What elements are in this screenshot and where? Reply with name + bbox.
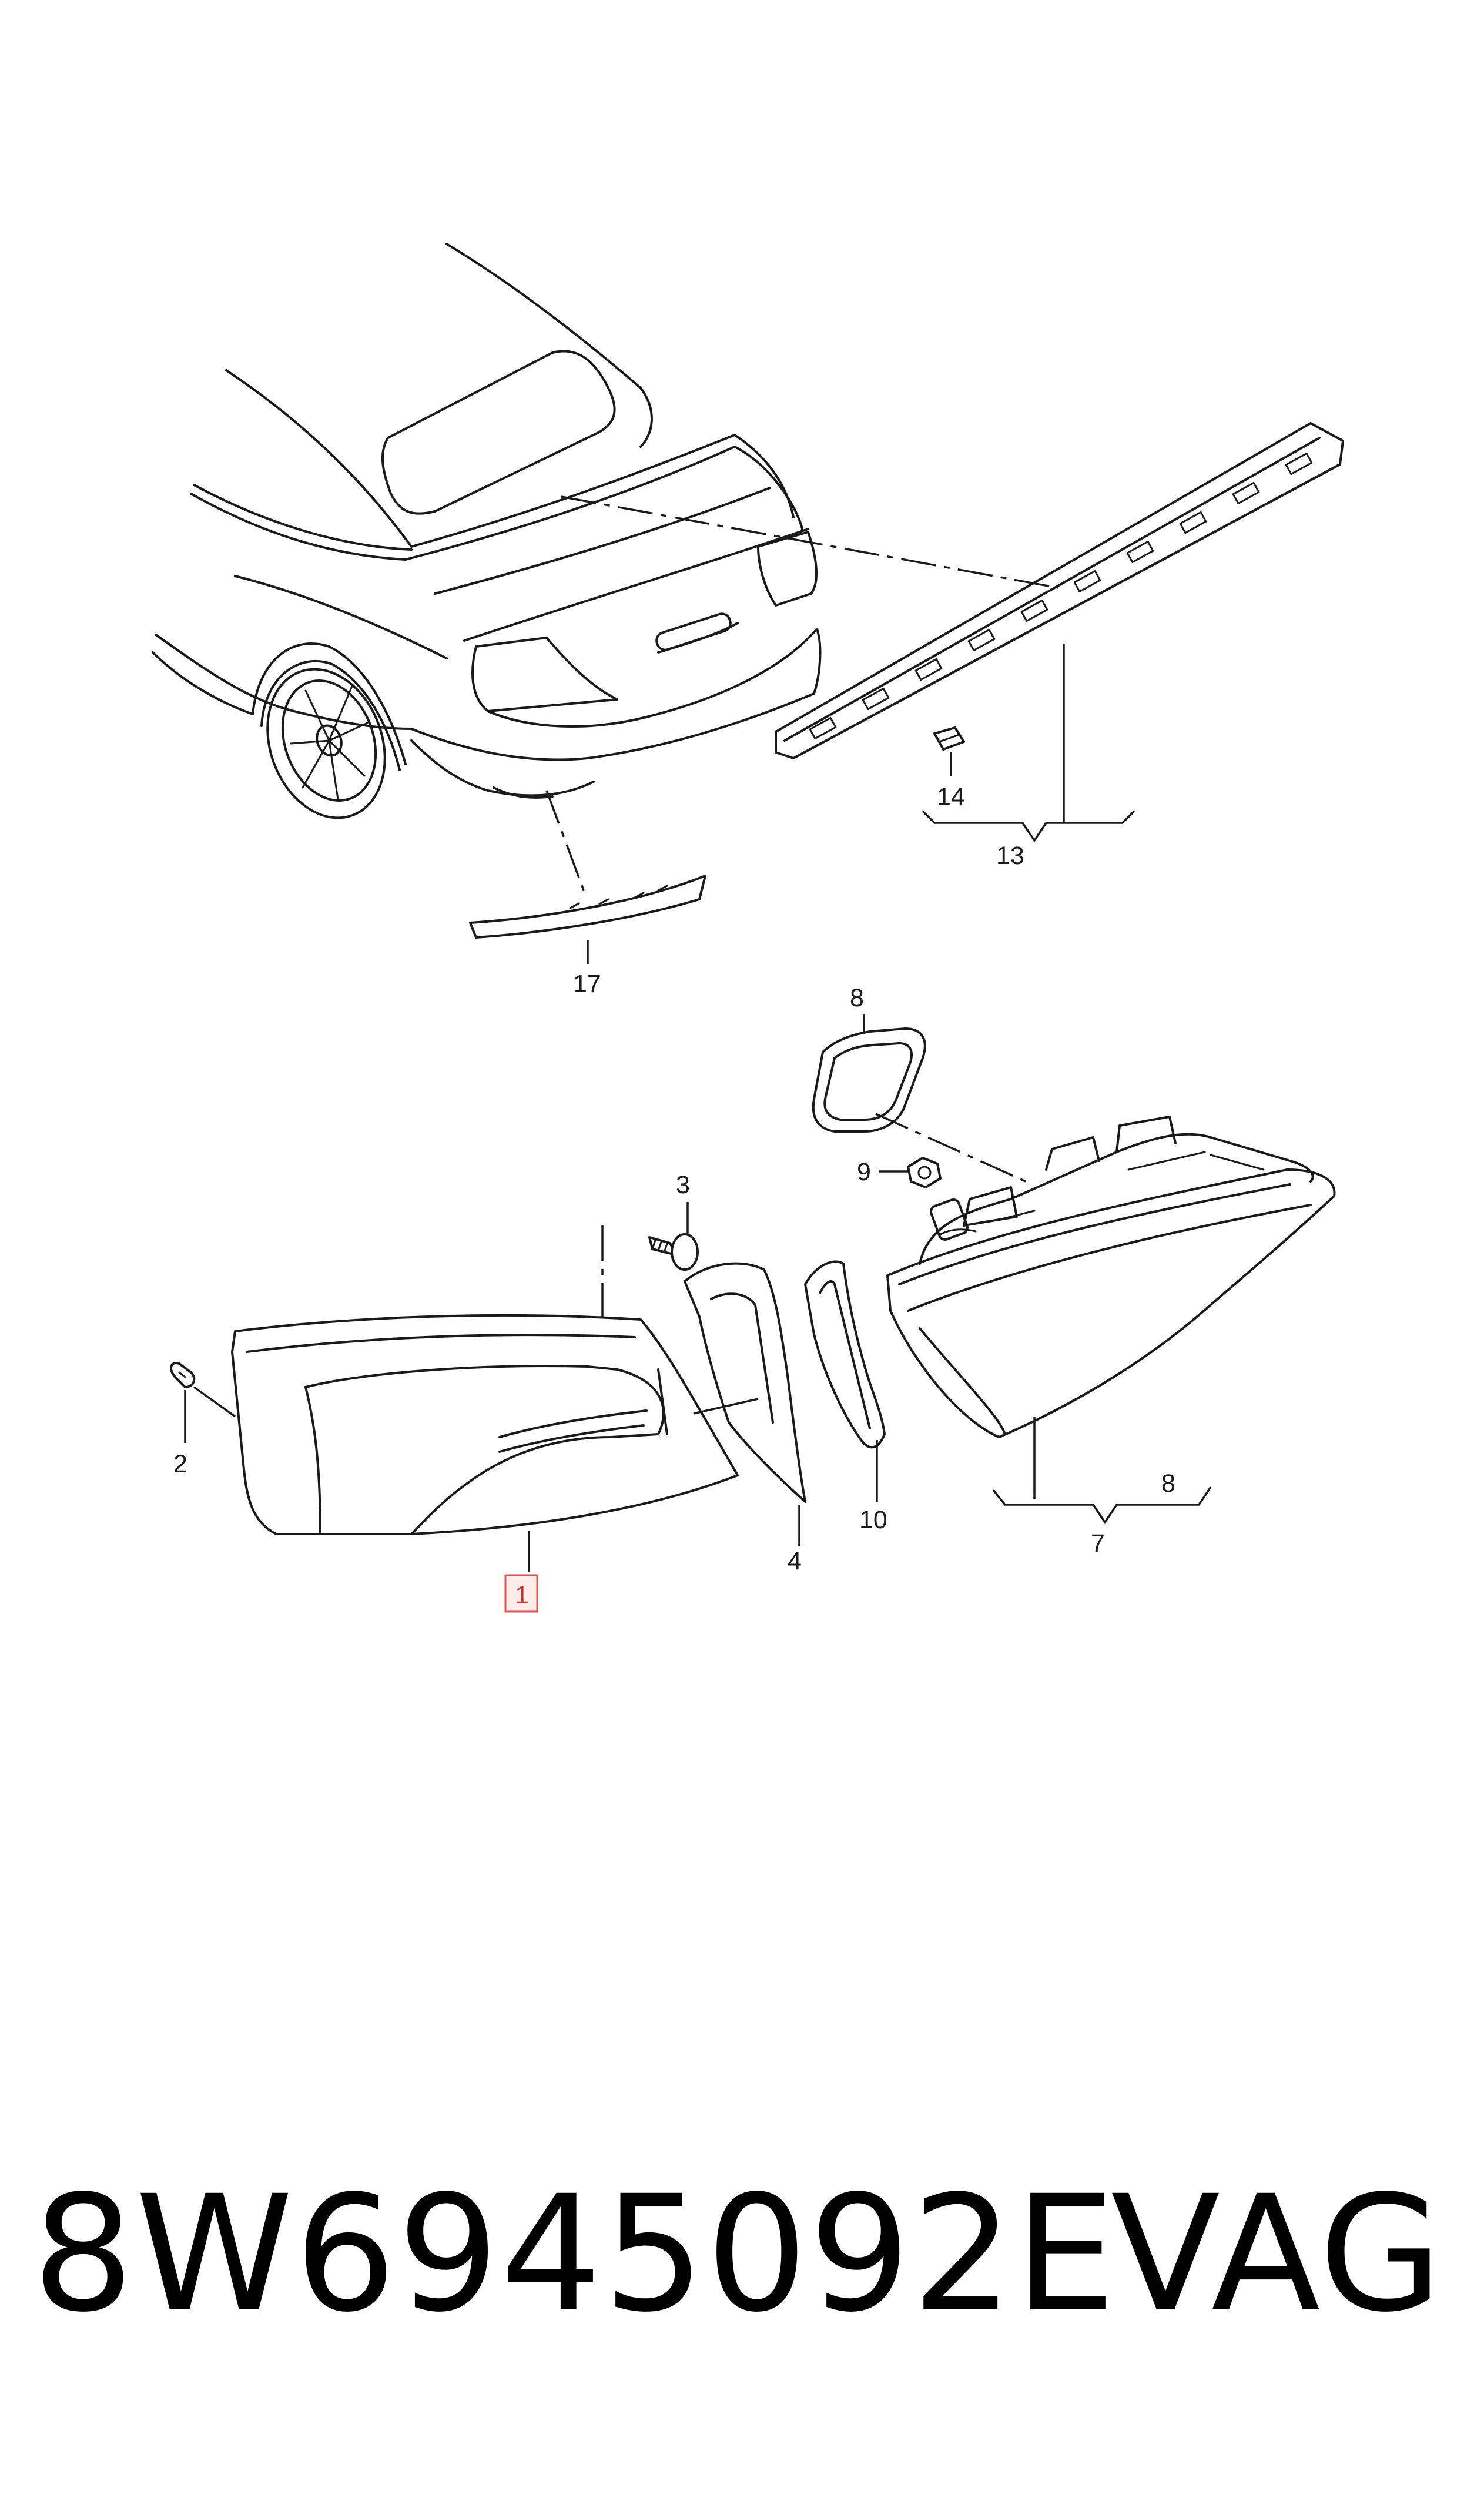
part-2-clip-nut [170,1362,196,1388]
part-9-nut [907,1157,942,1188]
part-14-clip [933,726,965,751]
part-17-trim-molding [469,875,706,939]
part-number: 8W6945092E [32,2162,1117,2348]
part-1-tail-light-outer [231,1314,739,1535]
callout-8-gasket: 8 [850,984,864,1012]
car-body-illustration [152,243,822,819]
part-4-seal [684,1262,806,1503]
part-13-trim-strip [775,422,1344,759]
part-3-bolt [648,1233,699,1271]
callout-8-housing: 8 [1161,1469,1175,1498]
leader-lines [184,644,1212,1572]
callout-1: 1 [515,1581,529,1609]
part-8-gasket [812,1027,926,1133]
callout-labels: 13 14 17 8 9 3 2 4 10 8 7 1 [173,783,1175,1613]
callout-3: 3 [676,1171,690,1199]
callout-2: 2 [173,1450,187,1478]
callout-17: 17 [573,970,601,998]
callout-1-highlight-box [504,1574,538,1613]
part-10-seal-strip [804,1260,886,1449]
callout-13: 13 [996,842,1024,870]
callout-10: 10 [859,1506,887,1534]
projection-lines [545,495,1058,1320]
part-7-tail-light-inner [886,1116,1336,1438]
callout-4: 4 [788,1547,802,1575]
callout-14: 14 [937,783,965,811]
callout-9: 9 [857,1158,871,1186]
callout-7: 7 [1091,1529,1105,1558]
brand-label: VAG [1111,2162,1444,2348]
